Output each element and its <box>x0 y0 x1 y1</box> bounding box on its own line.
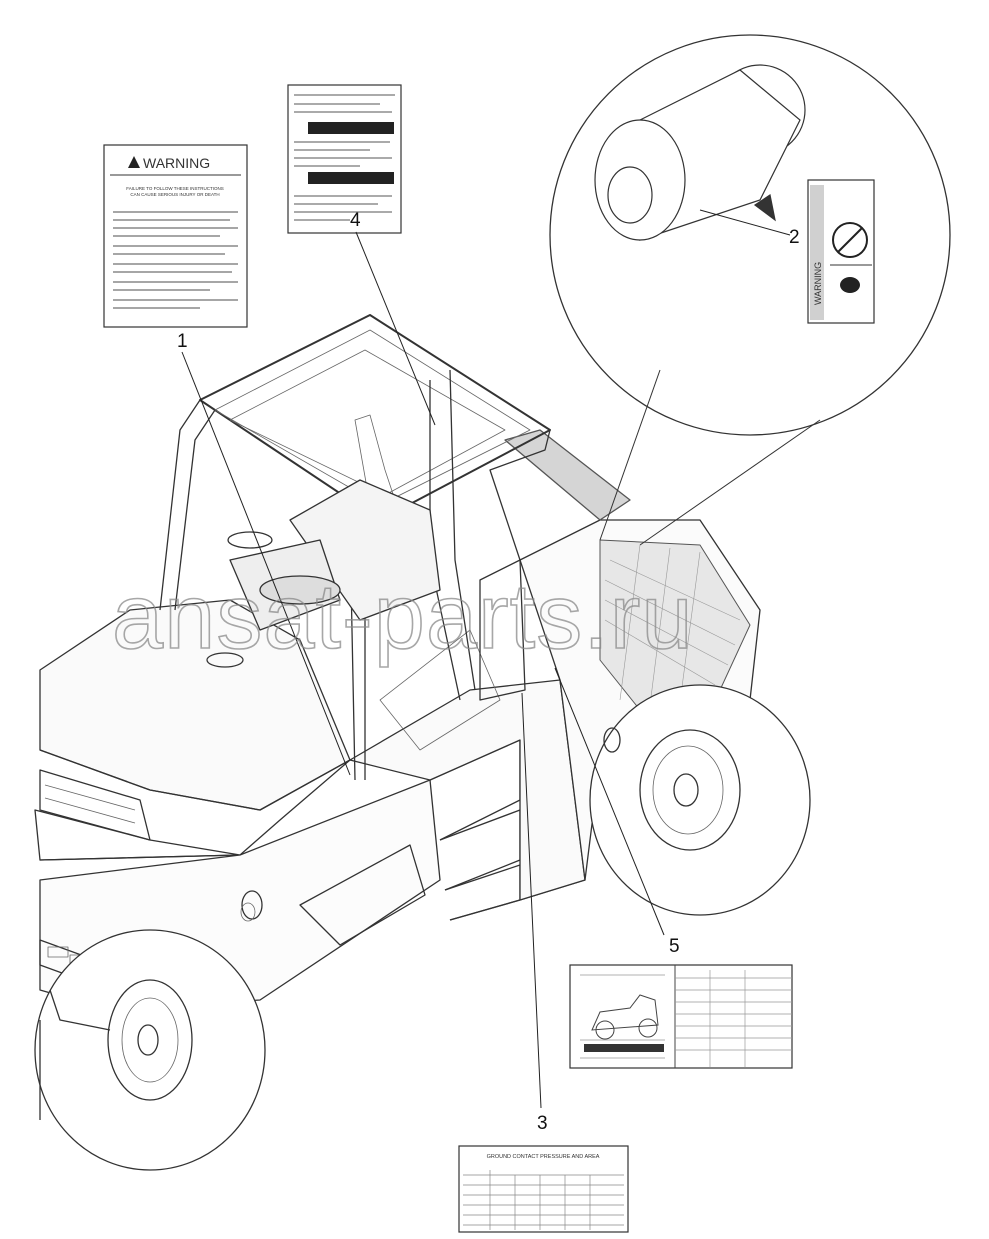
decal-1-line2: CAN CAUSE SERIOUS INJURY OR DEATH <box>130 192 219 197</box>
roller-machine-drawing <box>34 314 811 1171</box>
decal-1-warning: WARNING FAILURE TO FOLLOW THESE INSTRUCT… <box>103 144 248 328</box>
callout-2: 2 <box>789 227 800 248</box>
callout-4: 4 <box>350 210 361 231</box>
decal-1-fine-print <box>113 211 238 309</box>
decal-1-line1: FAILURE TO FOLLOW THESE INSTRUCTIONS <box>126 186 224 191</box>
decal-3-ground-pressure-table: GROUND CONTACT PRESSURE AND AREA <box>458 1145 629 1233</box>
decal-1-title: WARNING <box>143 155 210 171</box>
decal-2-title: WARNING <box>813 262 823 305</box>
decal-4-instructions <box>287 84 402 234</box>
callout-1: 1 <box>177 331 188 352</box>
callout-5: 5 <box>669 936 680 957</box>
decal-2-warning: WARNING <box>807 179 875 324</box>
callout-leaders <box>181 209 791 1109</box>
decal-5-specification-table <box>569 964 793 1069</box>
watermark-text: ansat-parts.ru <box>112 566 694 668</box>
callout-3: 3 <box>537 1113 548 1134</box>
detail-circle-air-filter: WARNING <box>549 34 951 546</box>
decal-3-title: GROUND CONTACT PRESSURE AND AREA <box>487 1154 600 1160</box>
